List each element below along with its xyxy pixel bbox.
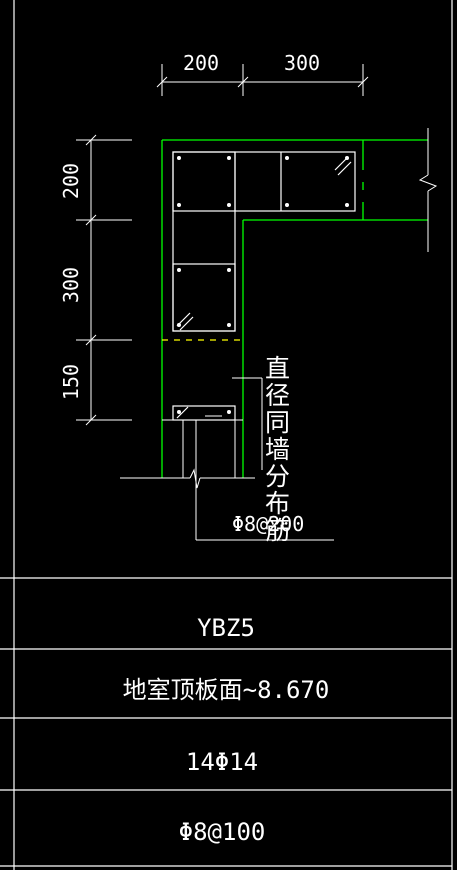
leader-lines: [205, 377, 263, 470]
table-longitudinal-cell: 14Φ14: [186, 748, 258, 776]
table-name-cell: YBZ5: [197, 614, 255, 642]
dim-left-150: 150: [59, 364, 83, 400]
table-elevation-cell: 地室顶板面~8.670: [123, 676, 330, 704]
distribution-bar-note: 直径同墙分布筋: [262, 355, 291, 544]
dim-left-200: 200: [59, 163, 83, 199]
dim-left-300: 300: [59, 267, 83, 303]
dim-top-300: 300: [284, 51, 320, 75]
drawing-frame: [13, 0, 453, 870]
table-stirrup-cell: Φ8@100: [179, 818, 266, 846]
dim-top-200: 200: [183, 51, 219, 75]
left-dimension-chain: [76, 134, 132, 426]
schedule-table: [0, 577, 452, 867]
column-outline: [161, 139, 428, 478]
top-dimension-chain: [156, 64, 369, 96]
wall-break-lines: [120, 128, 438, 541]
stirrup-note: Φ8@200: [232, 512, 304, 536]
longitudinal-rebar-dots: [177, 156, 349, 414]
